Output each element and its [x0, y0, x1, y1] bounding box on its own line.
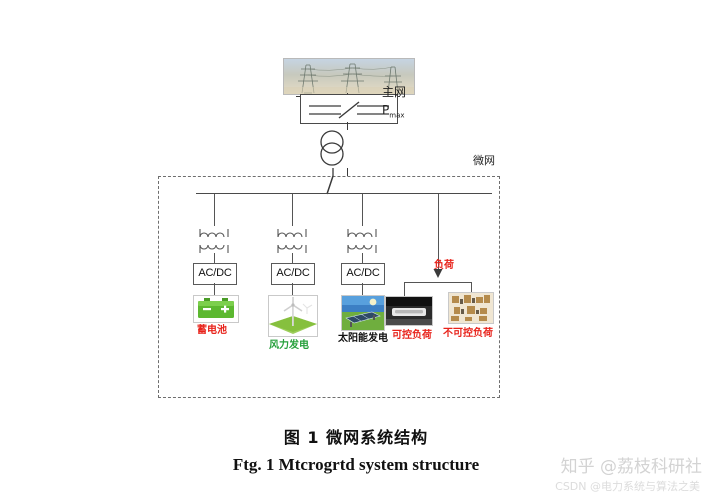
csdn-watermark: CSDN @电力系统与算法之美 — [555, 480, 700, 493]
wind-turbine-icon — [268, 295, 318, 337]
branch-2-drop-upper — [292, 194, 293, 226]
pmax-symbol: P — [382, 103, 390, 117]
figure-caption-english: Ftg. 1 Mtcrogrtd system structure — [232, 455, 480, 474]
branch-2-device-label: 风力发电 — [269, 340, 309, 351]
branch-3-converter: AC/DC — [341, 263, 385, 285]
load-1-lead — [404, 282, 405, 296]
load-2-device-label: 不可控负荷 — [443, 328, 493, 339]
branch-1-drop-upper — [214, 194, 215, 226]
controllable-load-icon — [385, 296, 433, 326]
breaker-bottom-lead — [347, 122, 348, 130]
branch-3-device-label: 太阳能发电 — [338, 333, 388, 344]
branch-1-drop-lower — [214, 253, 215, 263]
zhihu-watermark: 知乎 @荔枝科研社 — [560, 457, 702, 477]
branch-2-transformer-coil — [270, 226, 314, 256]
figure-caption-chinese: 图 1 微网系统结构 — [283, 428, 429, 447]
branch-2-converter-lead — [292, 283, 293, 295]
point-of-common-coupling-switch — [318, 168, 348, 198]
transformer-to-microgrid-lead — [347, 168, 348, 176]
branch-1-converter-lead — [214, 283, 215, 295]
branch-3-drop-lower — [362, 253, 363, 263]
transmission-tower-photo — [283, 58, 415, 95]
branch-1-device-label: 蓄电池 — [197, 325, 227, 336]
main-transformer-symbol — [316, 128, 348, 170]
load-distribution-line — [404, 282, 472, 283]
load-1-device-label: 可控负荷 — [392, 330, 432, 341]
uncontrollable-load-icon — [448, 292, 494, 324]
branch-3-drop-upper — [362, 194, 363, 226]
branch-1-converter: AC/DC — [193, 263, 237, 285]
main-grid-label: 主网 — [382, 85, 407, 99]
branch-2-converter: AC/DC — [271, 263, 315, 285]
pmax-subscript: max — [389, 111, 405, 120]
solar-panel-icon — [341, 295, 385, 331]
main-grid-pmax-label: Pmax — [382, 103, 405, 120]
branch-2-drop-lower — [292, 253, 293, 263]
branch-3-transformer-coil — [340, 226, 384, 256]
load-arrow-icon — [432, 266, 444, 278]
microgrid-busbar — [196, 193, 492, 194]
load-label: 负荷 — [434, 260, 454, 271]
battery-icon — [193, 295, 239, 323]
main-grid-breaker-symbol — [300, 94, 398, 124]
load-feeder-drop — [438, 194, 439, 270]
microgrid-boundary — [158, 176, 500, 398]
branch-1-transformer-coil — [192, 226, 236, 256]
load-2-lead — [471, 282, 472, 296]
branch-3-converter-lead — [362, 283, 363, 295]
microgrid-label: 微网 — [473, 154, 495, 167]
